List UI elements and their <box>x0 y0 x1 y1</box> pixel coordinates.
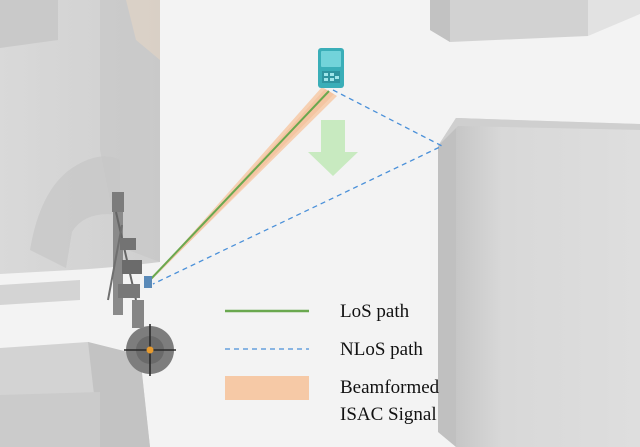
legend-beam-label-line1: Beamformed <box>340 377 440 398</box>
beamformed-signal-cone <box>148 87 337 283</box>
left-building <box>0 0 160 274</box>
nlos-path-line <box>152 89 444 285</box>
uav-device-icon <box>318 48 344 88</box>
lower-left-building <box>0 280 150 447</box>
legend: LoS path NLoS path Beamformed ISAC Signa… <box>225 301 440 425</box>
down-arrow-icon <box>308 120 358 176</box>
legend-beam-swatch <box>225 376 309 400</box>
legend-beam-label-line2: ISAC Signal <box>340 404 437 425</box>
legend-los-label: LoS path <box>340 301 410 322</box>
legend-nlos-label: NLoS path <box>340 339 423 360</box>
top-right-building <box>430 0 640 42</box>
right-building <box>438 118 640 447</box>
los-path-line <box>148 90 330 282</box>
base-station-tower-icon <box>107 192 176 376</box>
